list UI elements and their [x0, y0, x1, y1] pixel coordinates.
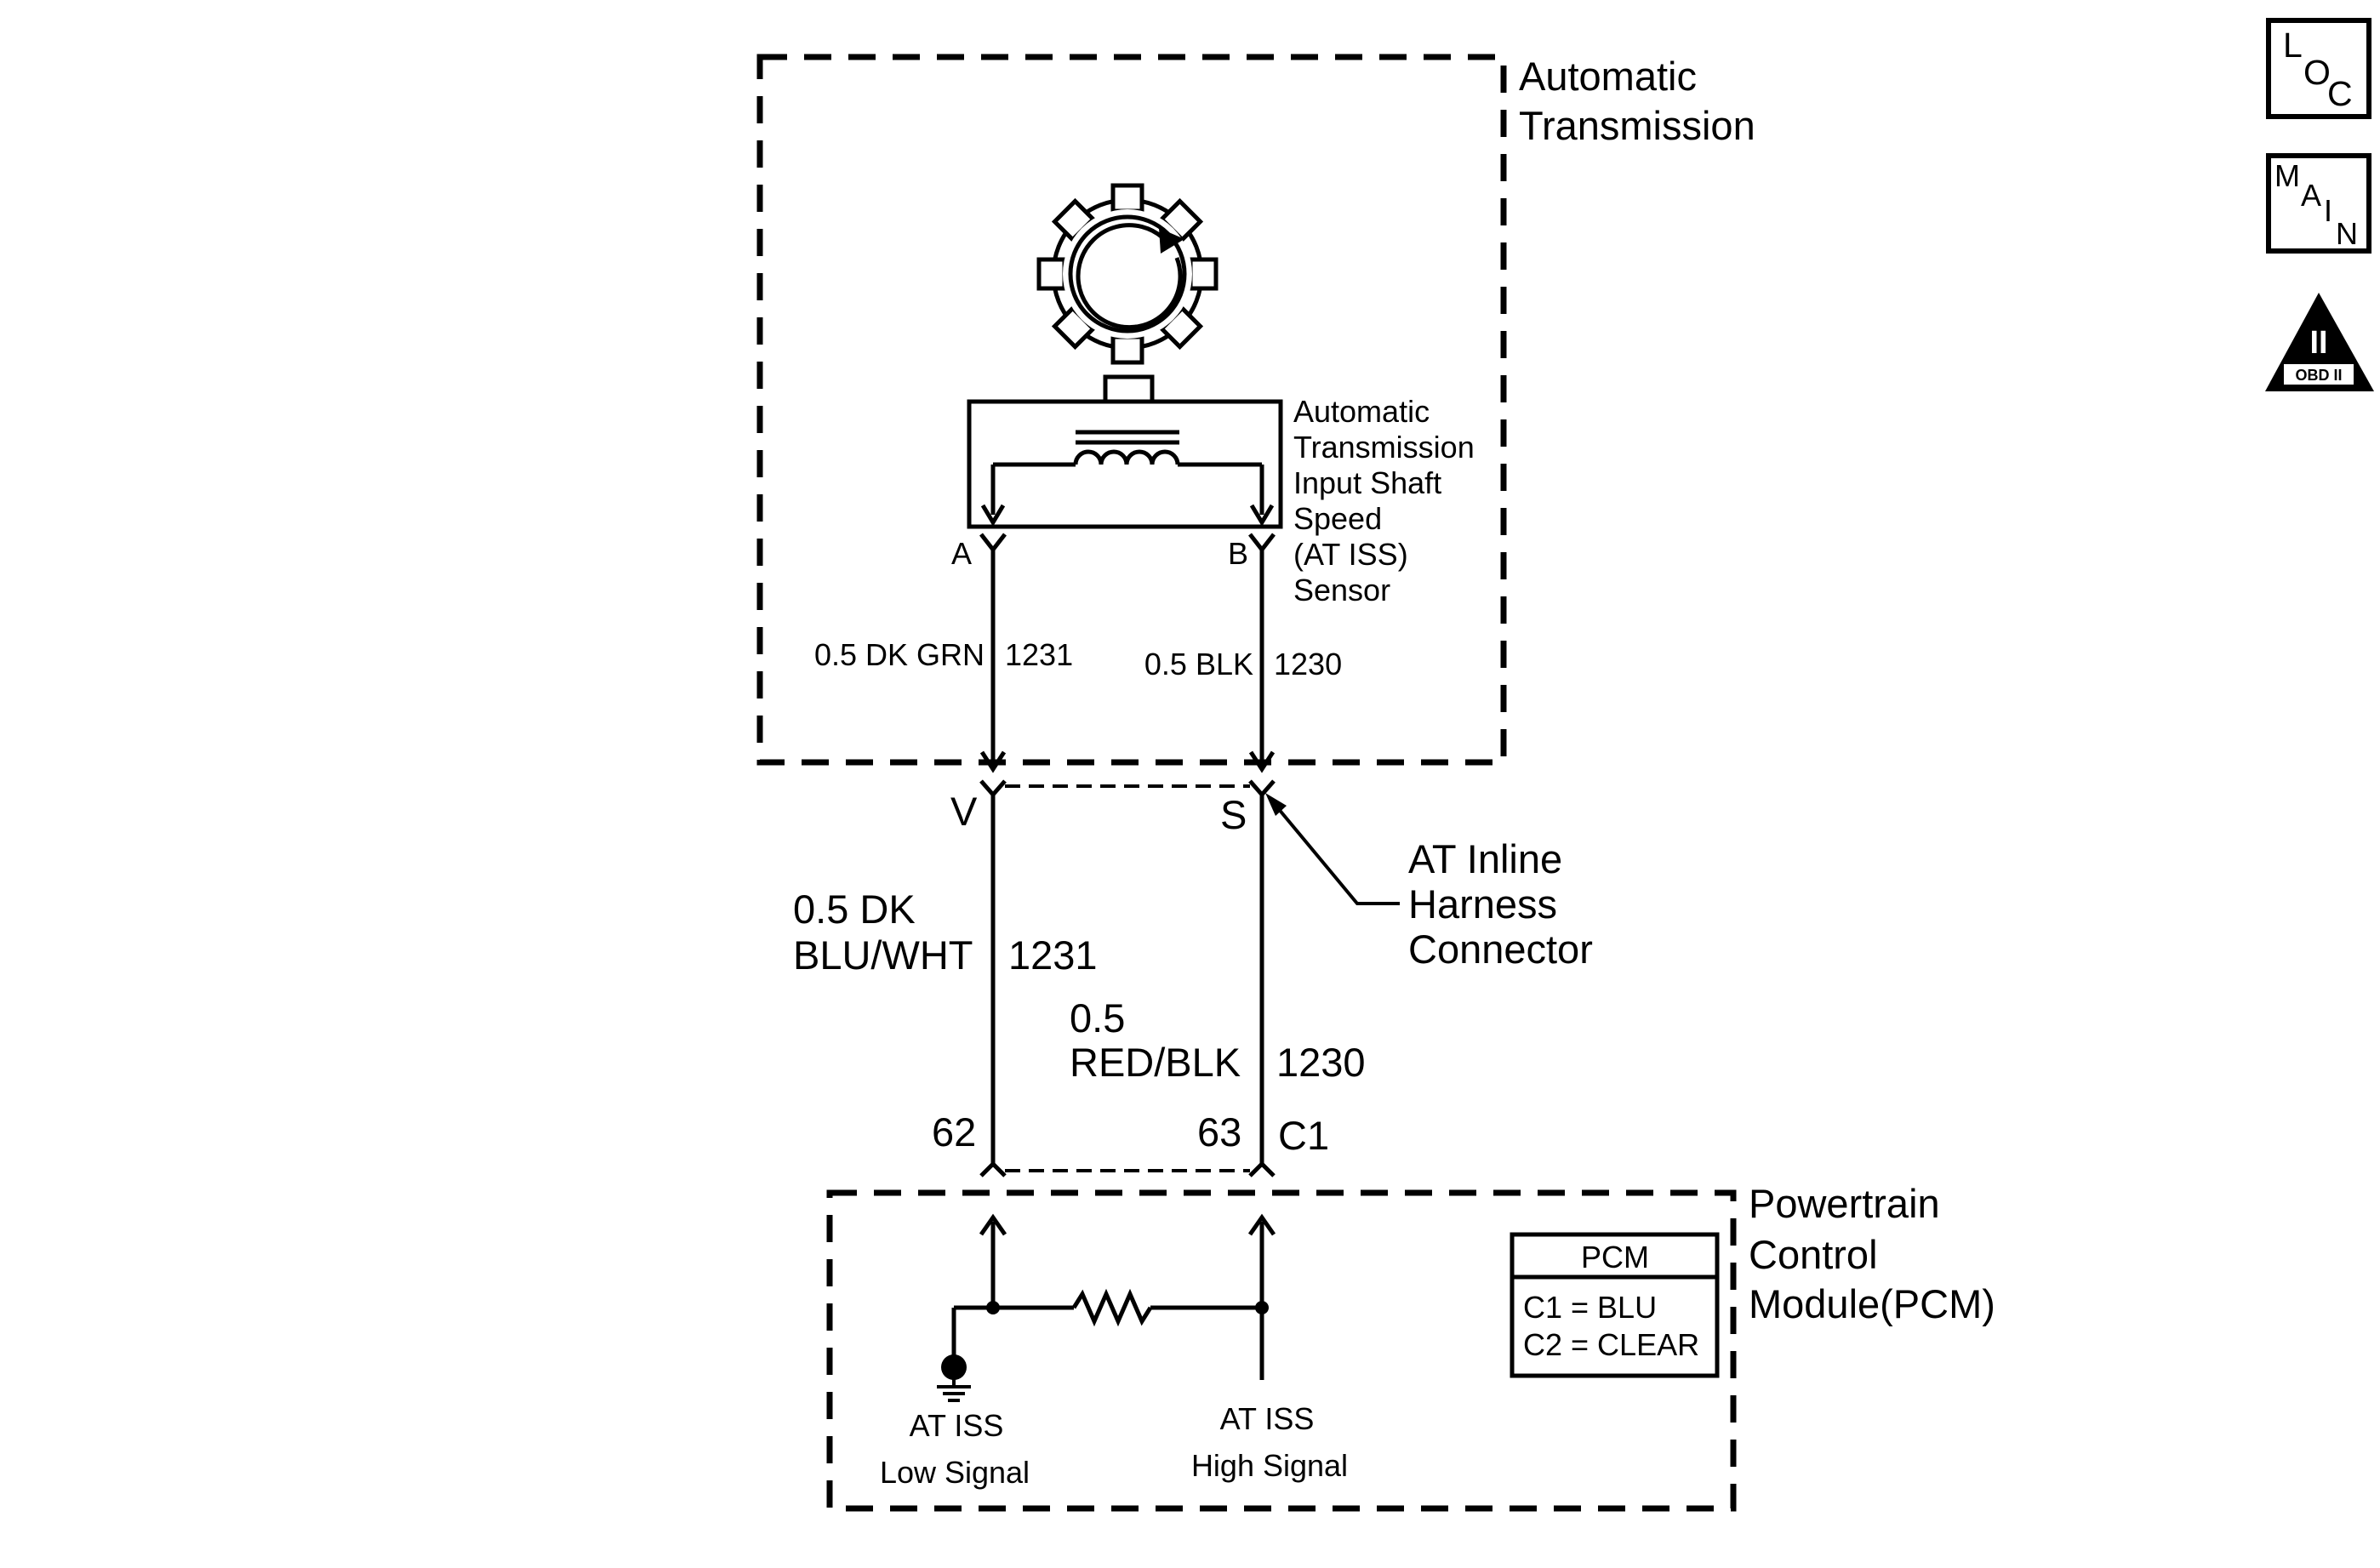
svg-text:O: O	[2303, 53, 2331, 92]
obd-ii-icon[interactable]: II OBD II	[2265, 293, 2374, 391]
sensor-label-line1: Automatic	[1293, 394, 1430, 429]
sensor-label-line5: (AT ISS)	[1293, 537, 1408, 572]
pcm-legend-box	[1510, 1232, 1720, 1378]
gear-tooth	[1110, 183, 1144, 214]
main-icon[interactable]: M A I N	[2266, 153, 2371, 254]
sensor-stem	[1103, 374, 1155, 404]
pcm-pin-62: 62	[932, 1109, 976, 1155]
low-signal-label-line1: AT ISS	[910, 1408, 1004, 1443]
high-signal-label-line1: AT ISS	[1220, 1401, 1315, 1436]
pcm-title-line3: Module(PCM)	[1749, 1281, 1995, 1326]
pcm-legend-line2: C2 = CLEAR	[1523, 1327, 1699, 1362]
inline-connector-left-arrow-icon	[979, 750, 1007, 773]
transmission-title-line1: Automatic	[1519, 54, 1697, 99]
wire-1231-upper-color: 0.5 DK GRN	[814, 637, 985, 672]
wire-1230-lower-color-line1: 0.5	[1070, 995, 1125, 1041]
low-signal-label-line2: Low Signal	[880, 1455, 1030, 1490]
svg-text:M: M	[2274, 158, 2300, 193]
svg-text:N: N	[2336, 216, 2358, 251]
reluctor-wheel-icon	[1036, 183, 1219, 365]
svg-text:C: C	[2327, 74, 2353, 113]
inline-connector-left-socket-icon	[979, 779, 1007, 798]
wire-1230-upper-color: 0.5 BLK	[1144, 647, 1253, 681]
inline-connector-label-line1: AT Inline	[1408, 836, 1562, 881]
inline-connector-label-line2: Harness	[1408, 881, 1557, 927]
inline-connector-right-arrow-icon	[1248, 750, 1276, 773]
svg-text:A: A	[2301, 178, 2321, 213]
gear-tooth	[1036, 257, 1067, 291]
transmission-title-line2: Transmission	[1519, 103, 1755, 148]
pcm-title-line1: Powertrain	[1749, 1181, 1940, 1226]
pcm-connector-right-socket-icon	[1248, 1160, 1276, 1177]
wire-1231-upper-circuit: 1231	[1005, 637, 1073, 672]
svg-text:L: L	[2283, 26, 2303, 65]
sensor-coil-icon	[990, 430, 1264, 515]
sensor-pin-a-label: A	[951, 536, 972, 571]
wire-1230-lower-circuit: 1230	[1276, 1040, 1366, 1085]
sensor-pin-a-connector-icon	[979, 533, 1007, 554]
sensor-label-line2: Transmission	[1293, 430, 1475, 465]
loc-icon[interactable]: L O C	[2266, 18, 2371, 119]
gear-tooth	[1188, 257, 1219, 291]
pcm-pin-63: 63	[1197, 1109, 1241, 1155]
sensor-label-line3: Input Shaft	[1293, 465, 1441, 500]
inline-connector-label-line3: Connector	[1408, 927, 1593, 972]
inline-connector-pin-s: S	[1220, 792, 1247, 837]
pcm-connector-c1: C1	[1278, 1113, 1329, 1158]
sensor-label-line4: Speed	[1293, 501, 1382, 536]
transmission-dashed-box	[756, 54, 1507, 766]
sensor-arrow-left-icon	[980, 504, 1006, 527]
inline-connector-pin-v: V	[950, 789, 978, 834]
pcm-dashed-box	[826, 1189, 1737, 1512]
pcm-title-line2: Control	[1749, 1232, 1878, 1277]
wire-1231-lower-color-line2: BLU/WHT	[793, 932, 973, 978]
svg-text:II: II	[2309, 325, 2327, 361]
pcm-resistor-circuit	[951, 1288, 1262, 1362]
wire-1231-lower-circuit: 1231	[1008, 932, 1098, 978]
pcm-legend-title: PCM	[1581, 1240, 1649, 1274]
wire-1230-lower-color-line2: RED/BLK	[1070, 1040, 1241, 1085]
wire-1231-lower-color-line1: 0.5 DK	[793, 887, 916, 932]
sensor-label-line6: Sensor	[1293, 573, 1390, 607]
inline-connector-leader	[1265, 793, 1400, 905]
inline-connector-right-socket-icon	[1248, 779, 1276, 798]
sensor-arrow-right-icon	[1249, 504, 1275, 527]
pcm-junction-right	[1255, 1301, 1269, 1314]
pcm-legend-line1: C1 = BLU	[1523, 1290, 1657, 1325]
high-signal-label-line2: High Signal	[1191, 1448, 1348, 1483]
sensor-pin-b-label: B	[1228, 536, 1248, 571]
pcm-connector-left-socket-icon	[979, 1160, 1007, 1177]
ground-icon	[937, 1354, 971, 1402]
pcm-junction-left	[986, 1301, 1000, 1314]
sensor-pin-b-connector-icon	[1248, 533, 1276, 554]
wire-1230-upper-circuit: 1230	[1274, 647, 1342, 681]
gear-tooth	[1110, 334, 1144, 365]
svg-text:I: I	[2324, 193, 2332, 228]
svg-text:OBD II: OBD II	[2295, 367, 2342, 384]
